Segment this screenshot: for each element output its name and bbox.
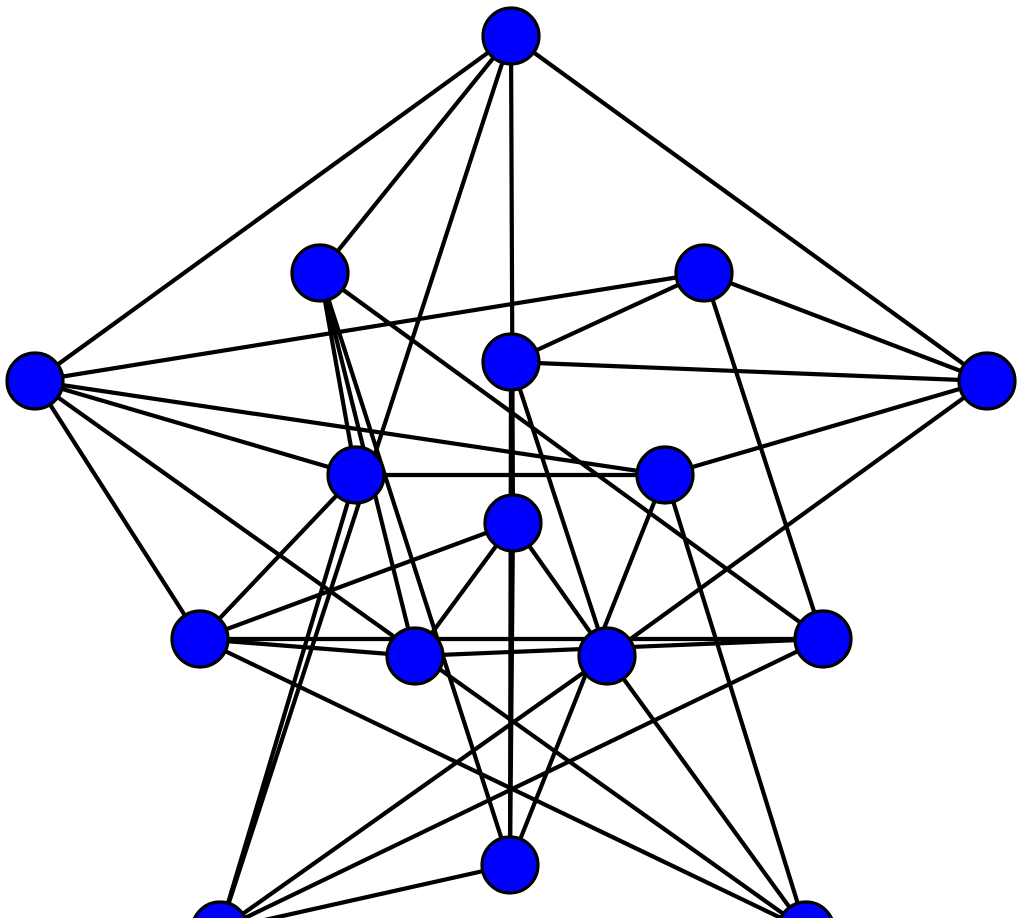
graph-edge (662, 378, 990, 478)
graph-node (481, 332, 541, 392)
graph-node (957, 351, 1017, 411)
graph-node (290, 243, 350, 303)
graph-node (480, 835, 540, 895)
graph-edge (508, 359, 610, 659)
graph-node (793, 609, 853, 669)
graph-edge (197, 472, 359, 642)
graph-edge (32, 378, 359, 478)
graph-node (170, 609, 230, 669)
graph-edge (701, 270, 990, 384)
graph-edge (662, 472, 805, 918)
graph-node (192, 900, 248, 918)
graph-edge (604, 653, 800, 918)
graph-edge (317, 270, 513, 868)
graph-node (5, 351, 65, 411)
graph-node (326, 445, 386, 505)
graph-edge (317, 270, 359, 478)
graph-edge (197, 636, 786, 918)
graph-edge (508, 270, 707, 365)
graph-edge (233, 653, 610, 918)
graph-edge (197, 636, 418, 659)
graph-edge (604, 378, 990, 659)
graph-node (778, 900, 834, 918)
graph-edge (508, 33, 990, 384)
graph-edge (32, 378, 203, 642)
graph-edge (317, 33, 514, 276)
graph-edge (508, 359, 990, 384)
graph-edge (701, 270, 826, 642)
graph-edges (32, 33, 990, 918)
graph-node (385, 626, 445, 686)
graph-edge (263, 862, 513, 918)
graph-node (674, 243, 734, 303)
graph-node (481, 6, 541, 66)
graph-edge (240, 636, 826, 918)
graph-edge (32, 33, 514, 384)
graph-edge (32, 378, 668, 478)
graph-edge (317, 270, 826, 642)
graph-node (577, 626, 637, 686)
graph-edge (32, 270, 707, 384)
graph-edge (221, 472, 359, 918)
graph-edge (197, 520, 516, 642)
graph-edge (507, 520, 516, 868)
graph-node (483, 493, 543, 553)
graph-node (635, 445, 695, 505)
graph-nodes (5, 6, 1017, 918)
